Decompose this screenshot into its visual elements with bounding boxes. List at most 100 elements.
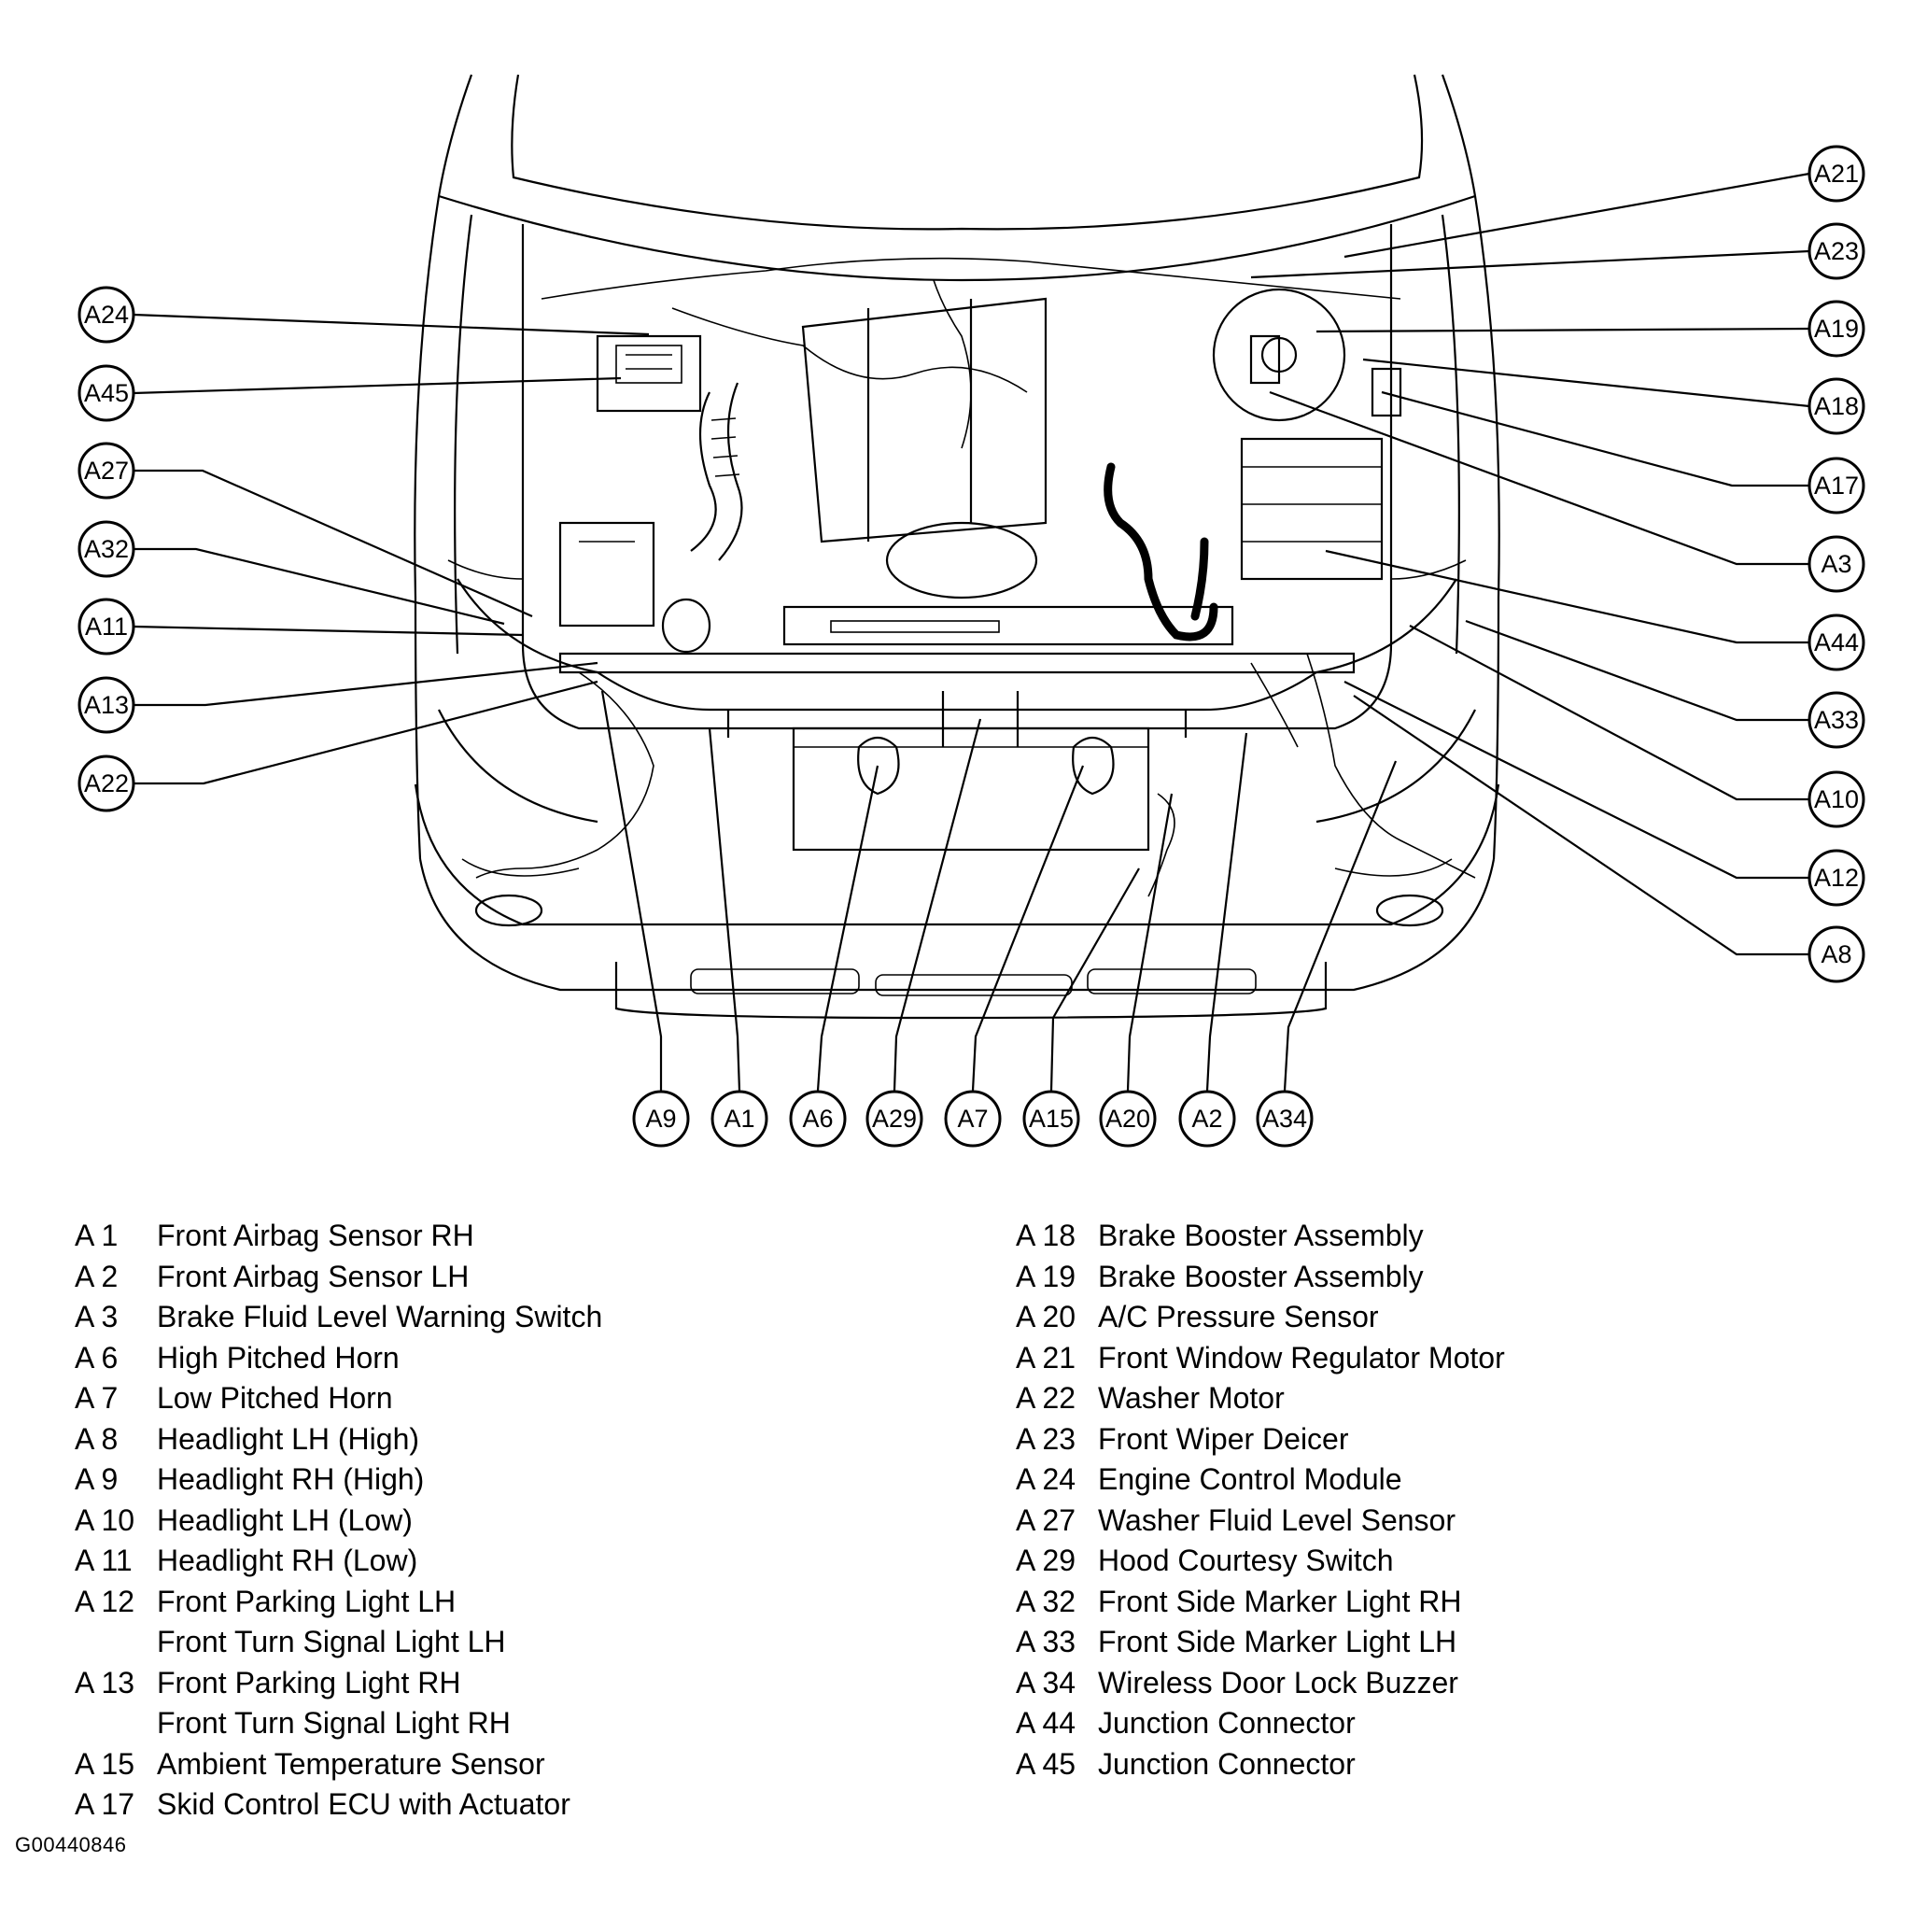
legend-code: A 11 xyxy=(75,1544,133,1577)
legend-row: A 29 Hood Courtesy Switch xyxy=(1016,1541,1856,1582)
legend-row: A 8 Headlight LH (High) xyxy=(75,1419,971,1460)
legend-name: Skid Control ECU with Actuator xyxy=(157,1787,570,1821)
legend-name: Ambient Temperature Sensor xyxy=(157,1746,545,1781)
legend-row: A 44 Junction Connector xyxy=(1016,1703,1856,1744)
callout-a23: A23 xyxy=(1808,222,1865,280)
legend-name: Hood Courtesy Switch xyxy=(1098,1544,1394,1577)
legend-row: Front Turn Signal Light LH xyxy=(75,1622,971,1663)
legend-row: A 22 Washer Motor xyxy=(1016,1378,1856,1419)
legend-name: Washer Fluid Level Sensor xyxy=(1098,1502,1456,1537)
legend-code: A 27 xyxy=(1016,1502,1076,1537)
legend-row: A 15 Ambient Temperature Sensor xyxy=(75,1744,971,1785)
legend-name: Headlight RH (Low) xyxy=(157,1544,418,1577)
legend-code: A 21 xyxy=(1016,1340,1076,1375)
legend-name: Headlight LH (High) xyxy=(157,1421,420,1456)
callout-a17: A17 xyxy=(1808,457,1865,515)
callout-a21: A21 xyxy=(1808,145,1865,203)
callout-a22: A22 xyxy=(77,754,135,812)
vehicle-line-art xyxy=(414,74,1500,1020)
legend-code: A 33 xyxy=(1016,1625,1076,1658)
legend-name: Brake Booster Assembly xyxy=(1098,1219,1424,1252)
legend-code: A 23 xyxy=(1016,1421,1076,1456)
svg-text:A32: A32 xyxy=(84,535,129,563)
callout-a18: A18 xyxy=(1808,377,1865,435)
callout-a44: A44 xyxy=(1808,613,1865,671)
callout-a9: A9 xyxy=(632,1090,690,1148)
legend-code: A 2 xyxy=(75,1259,119,1293)
legend-name: Front Airbag Sensor RH xyxy=(157,1219,474,1252)
legend-name: Junction Connector xyxy=(1098,1746,1356,1781)
callout-a7: A7 xyxy=(944,1090,1002,1148)
legend-name: Low Pitched Horn xyxy=(157,1381,393,1415)
callout-a8: A8 xyxy=(1808,925,1865,983)
svg-text:A44: A44 xyxy=(1814,628,1859,656)
callout-a11: A11 xyxy=(77,598,135,656)
svg-text:A18: A18 xyxy=(1814,392,1859,420)
legend-name: Wireless Door Lock Buzzer xyxy=(1098,1665,1458,1699)
legend-row: Front Turn Signal Light RH xyxy=(75,1703,971,1744)
svg-text:A12: A12 xyxy=(1814,864,1859,892)
svg-text:A9: A9 xyxy=(645,1105,676,1133)
legend-name: Headlight RH (High) xyxy=(157,1462,425,1496)
legend-code: A 6 xyxy=(75,1340,119,1375)
svg-text:A11: A11 xyxy=(85,613,128,641)
legend-name: A/C Pressure Sensor xyxy=(1098,1300,1379,1333)
callout-a34: A34 xyxy=(1256,1090,1314,1148)
legend-name: Front Wiper Deicer xyxy=(1098,1421,1349,1456)
svg-text:A1: A1 xyxy=(724,1105,754,1133)
legend-code: A 3 xyxy=(75,1300,119,1333)
legend-code: A 12 xyxy=(75,1584,135,1618)
legend-row: A 9 Headlight RH (High) xyxy=(75,1460,971,1501)
svg-text:A20: A20 xyxy=(1105,1105,1150,1133)
legend-name: High Pitched Horn xyxy=(157,1340,400,1375)
legend-name: Brake Booster Assembly xyxy=(1098,1259,1424,1293)
callout-a24: A24 xyxy=(77,286,135,344)
legend-name: Front Side Marker Light RH xyxy=(1098,1584,1462,1618)
svg-text:A2: A2 xyxy=(1191,1105,1222,1133)
svg-text:A24: A24 xyxy=(84,301,129,329)
callout-a13: A13 xyxy=(77,676,135,734)
legend-name: Junction Connector xyxy=(1098,1706,1356,1740)
leader-lines xyxy=(133,172,1810,1092)
legend-row: A 12 Front Parking Light LH xyxy=(75,1582,971,1623)
legend-code: A 24 xyxy=(1016,1462,1076,1496)
legend-code: A 22 xyxy=(1016,1381,1076,1415)
figure-id: G00440846 xyxy=(15,1833,127,1856)
legend-code: A 7 xyxy=(75,1381,119,1415)
callout-a10: A10 xyxy=(1808,770,1865,828)
legend-name: Front Turn Signal Light RH xyxy=(157,1706,511,1740)
legend-code: A 44 xyxy=(1016,1706,1076,1740)
callout-a45: A45 xyxy=(77,364,135,422)
legend-code: A 29 xyxy=(1016,1544,1076,1577)
legend-code: A 15 xyxy=(75,1746,135,1781)
callout-a6: A6 xyxy=(789,1090,847,1148)
svg-text:A33: A33 xyxy=(1814,706,1859,734)
callout-a19: A19 xyxy=(1808,300,1865,358)
legend-name: Front Parking Light LH xyxy=(157,1584,457,1618)
legend-code: A 8 xyxy=(75,1421,119,1456)
legend-row: A 6 High Pitched Horn xyxy=(75,1338,971,1379)
svg-text:A34: A34 xyxy=(1262,1105,1307,1133)
svg-text:A22: A22 xyxy=(84,769,129,797)
legend-name: Front Turn Signal Light LH xyxy=(157,1625,506,1658)
svg-text:A15: A15 xyxy=(1029,1105,1074,1133)
callout-a20: A20 xyxy=(1099,1090,1157,1148)
legend-code: A 13 xyxy=(75,1665,135,1699)
svg-text:A6: A6 xyxy=(802,1105,833,1133)
legend-name: Washer Motor xyxy=(1098,1381,1285,1415)
legend-code: A 9 xyxy=(75,1462,119,1496)
legend-row: A 11 Headlight RH (Low) xyxy=(75,1541,971,1582)
callout-a32: A32 xyxy=(77,520,135,578)
callout-a33: A33 xyxy=(1808,691,1865,749)
svg-text:A27: A27 xyxy=(84,457,129,485)
svg-text:A8: A8 xyxy=(1821,940,1851,968)
